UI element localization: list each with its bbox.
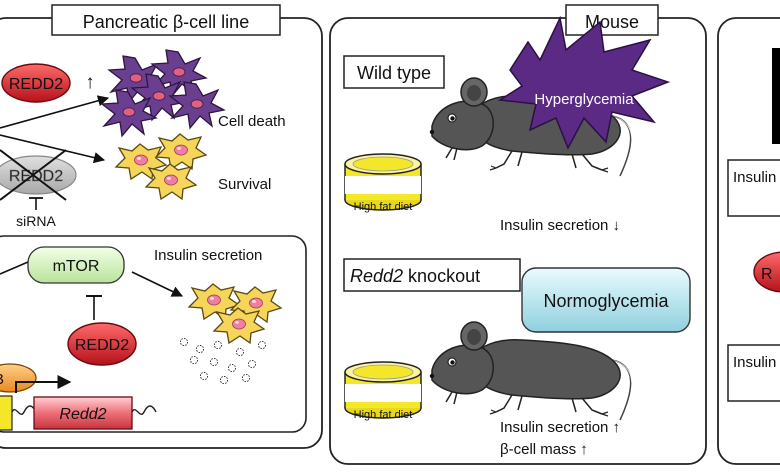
redd2-sub-node	[67, 322, 137, 366]
hyperglycemia-label: Hyperglycemia	[534, 91, 634, 108]
beta-cell-mass-up: β-cell mass ↑	[500, 441, 588, 458]
dna-strand-right	[131, 405, 157, 415]
insulin-secretion-down: Insulin secretion ↓	[500, 217, 620, 234]
mouse-panel-title-box	[565, 4, 659, 36]
promoter-box	[0, 395, 13, 431]
survival-label: Survival	[218, 176, 271, 193]
transcription-factor-node	[0, 363, 37, 393]
normoglycemia-label: Normoglycemia	[543, 291, 669, 311]
left-panel: Pancreatic β-cell line REDD2 ↑ Cell deat…	[0, 4, 323, 449]
mtor-node	[27, 246, 125, 284]
left-subpanel-border	[0, 235, 307, 433]
right-insulin-box-2	[727, 344, 780, 402]
redd2-up-arrow: ↑	[85, 72, 95, 93]
mtor-label: mTOR	[53, 258, 100, 275]
knockout-label: Redd2 knockout	[350, 266, 480, 286]
transcription-arrow	[15, 375, 72, 393]
redd2-gene-label: Redd2	[59, 406, 106, 423]
insulin-secretion-up: Insulin secretion ↑	[500, 419, 620, 436]
right-redd2-node	[753, 251, 780, 293]
knockout-gene-name: Redd2	[350, 266, 403, 286]
redd2-up-label: REDD2	[9, 76, 63, 93]
right-panel: Insulin R Insulin	[717, 17, 780, 465]
arrow-mtor-to-secretion	[131, 271, 184, 297]
left-panel-title-box	[51, 4, 281, 36]
right-insulin-box-1	[727, 159, 780, 217]
knockdown-cross-b	[0, 149, 67, 201]
right-panel-black-bar	[772, 48, 780, 144]
mouse-panel: Mouse Wild type Hyperglycemia High fat d…	[329, 4, 707, 465]
arrow-to-survival	[0, 134, 106, 164]
transcription-factor-letter: B	[0, 371, 4, 388]
diet-label-bottom: High fat diet	[354, 409, 413, 421]
wild-type-box	[343, 55, 445, 89]
left-panel-title: Pancreatic β-cell line	[83, 12, 249, 32]
arrow-to-cell-death	[0, 95, 110, 129]
wild-type-label: Wild type	[357, 63, 431, 83]
arrow-into-mtor	[0, 261, 29, 275]
sirna-label: siRNA	[16, 213, 56, 229]
redd2-gene-box	[33, 396, 133, 430]
right-redd2-letter: R	[761, 266, 773, 283]
knockout-box	[343, 258, 521, 292]
knockout-suffix: knockout	[403, 266, 480, 286]
right-insulin-label-1: Insulin	[733, 169, 776, 186]
insulin-secretion-label-left: Insulin secretion	[154, 247, 262, 264]
redd2-sub-label: REDD2	[75, 337, 129, 354]
redd2-overexpression-node	[1, 63, 71, 103]
hyperglycemia-burst	[497, 15, 671, 150]
dna-strand-left	[11, 405, 37, 415]
normoglycemia-box	[521, 267, 691, 333]
diet-label-top: High fat diet	[354, 201, 413, 213]
right-insulin-label-2: Insulin	[733, 354, 776, 371]
cell-death-label: Cell death	[218, 113, 286, 130]
